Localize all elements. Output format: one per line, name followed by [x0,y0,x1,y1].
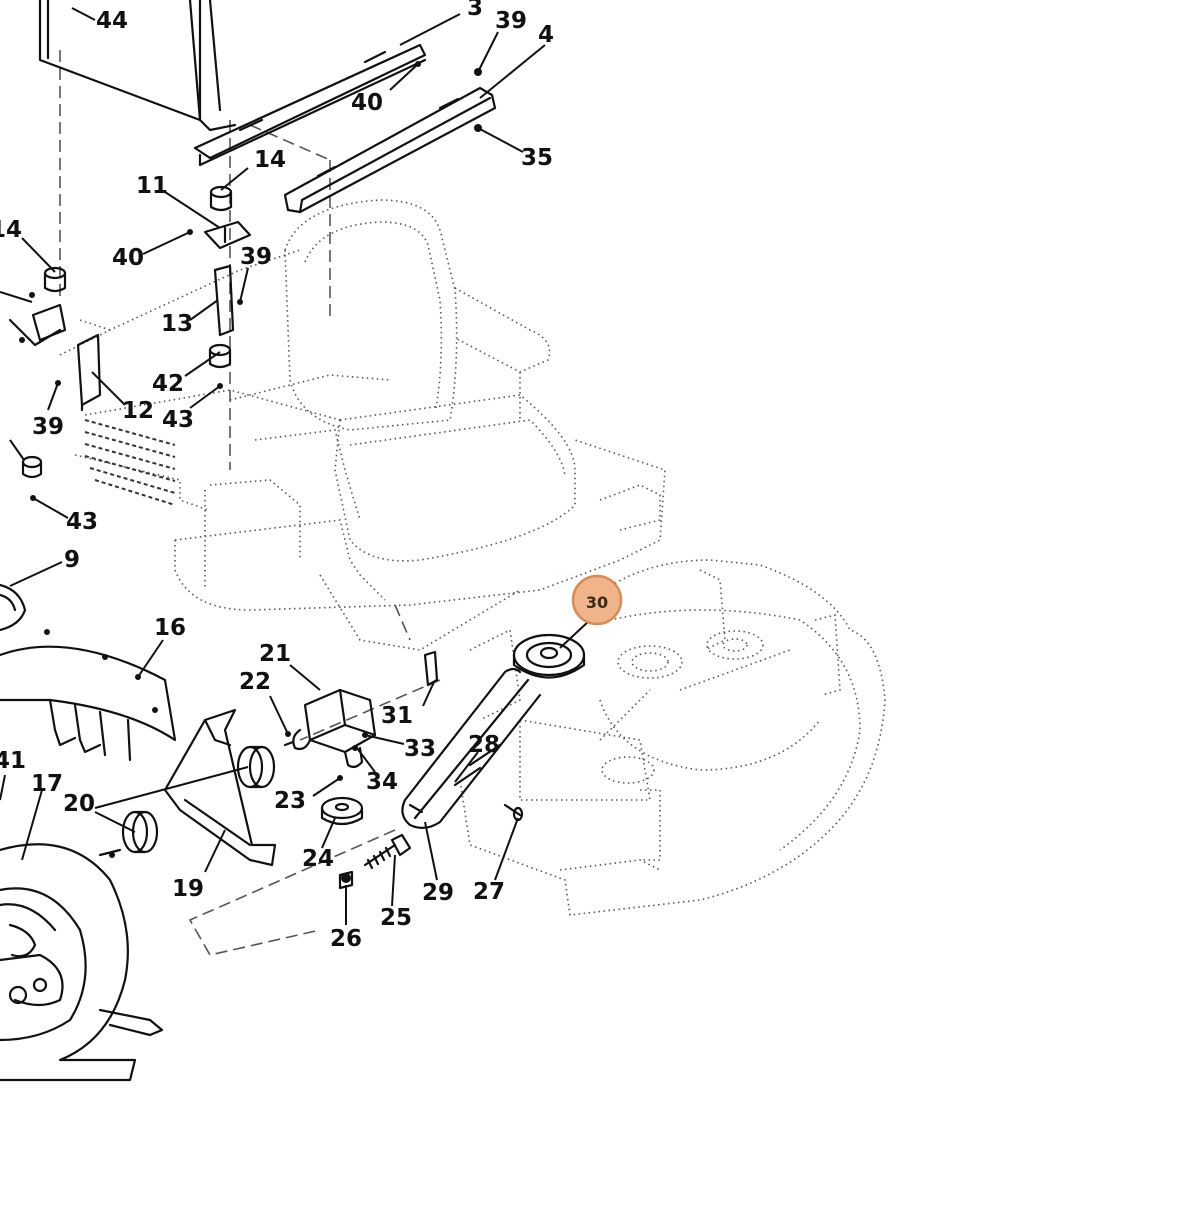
leader-lines [0,7,591,925]
callout-label-19: 19 [172,876,204,902]
callout-label-42: 42 [152,371,184,397]
callout-label-4: 4 [538,22,554,48]
callout-label-40a: 40 [351,90,383,116]
callout-label-39a: 39 [495,8,527,34]
callout-label-34: 34 [366,769,398,795]
callout-label-39c: 39 [32,414,64,440]
highlight-marker [571,574,623,626]
callout-label-35: 35 [521,145,553,171]
parts-solid [0,0,586,1082]
callout-label-28: 28 [468,732,500,758]
callout-label-12: 12 [122,398,154,424]
callout-label-30: 30 [586,593,608,612]
callout-label-17: 17 [31,771,63,797]
callout-label-21: 21 [259,641,291,667]
callout-label-43b: 43 [66,509,98,535]
grille-texture [84,419,176,506]
callout-label-22: 22 [239,669,271,695]
callout-label-11: 11 [136,173,168,199]
callout-label-43a: 43 [162,407,194,433]
callout-label-9: 9 [64,547,80,573]
callout-label-26: 26 [330,926,362,952]
callout-label-44a: 44 [96,8,128,34]
mower-ghost-outline [59,50,886,956]
callout-label-3: 3 [467,0,483,21]
callout-label-24: 24 [302,846,334,872]
callout-label-31: 31 [381,703,413,729]
callout-label-16: 16 [154,615,186,641]
callout-label-14b: 14 [0,217,22,243]
callout-label-14a: 14 [254,147,286,173]
callout-label-20: 20 [63,791,95,817]
callout-label-29: 29 [422,880,454,906]
callout-label-13: 13 [161,311,193,337]
callout-label-25: 25 [380,905,412,931]
callout-label-39b: 39 [240,244,272,270]
callout-label-40b: 40 [112,245,144,271]
callout-label-27: 27 [473,879,505,905]
callout-label-23: 23 [274,788,306,814]
callout-label-33: 33 [404,736,436,762]
callout-label-41: 41 [0,748,26,774]
